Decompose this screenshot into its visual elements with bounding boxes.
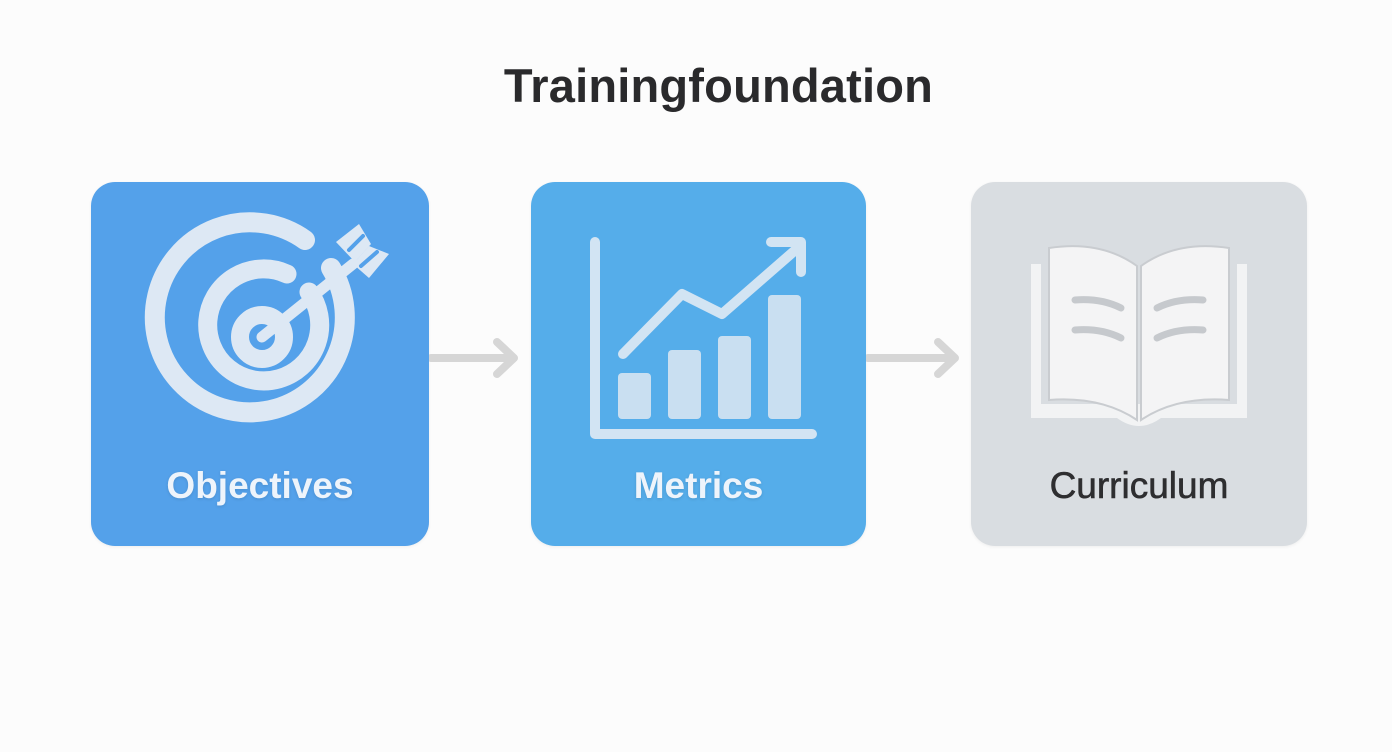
step-label-curriculum: Curriculum <box>1049 465 1229 507</box>
step-card-objectives: Objectives <box>91 182 429 546</box>
step-card-metrics: Metrics <box>531 182 866 546</box>
step-card-curriculum: Curriculum <box>971 182 1307 546</box>
arrow-right-icon <box>866 338 959 378</box>
step-label-objectives: Objectives <box>166 465 354 506</box>
target-arrow-icon <box>144 212 389 423</box>
bar-chart-trend-icon <box>590 237 817 439</box>
diagram-title: Trainingfoundation <box>503 59 934 112</box>
arrow-right-icon <box>429 338 518 378</box>
open-book-icon <box>1031 245 1247 426</box>
step-label-metrics: Metrics <box>633 465 764 506</box>
